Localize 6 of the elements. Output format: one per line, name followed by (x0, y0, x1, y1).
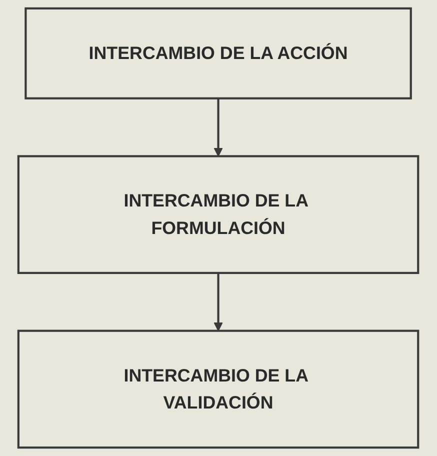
arrow (214, 272, 224, 332)
node-box (18, 155, 420, 274)
node-box (24, 7, 412, 100)
arrow (214, 98, 224, 157)
node-box (18, 330, 420, 449)
flowchart: INTERCAMBIO DE LA ACCIÓN INTERCAMBIO DE LA FORMULACIÓN INTERCAMBIO DE LA VALIDACIÓN (10, 0, 427, 456)
